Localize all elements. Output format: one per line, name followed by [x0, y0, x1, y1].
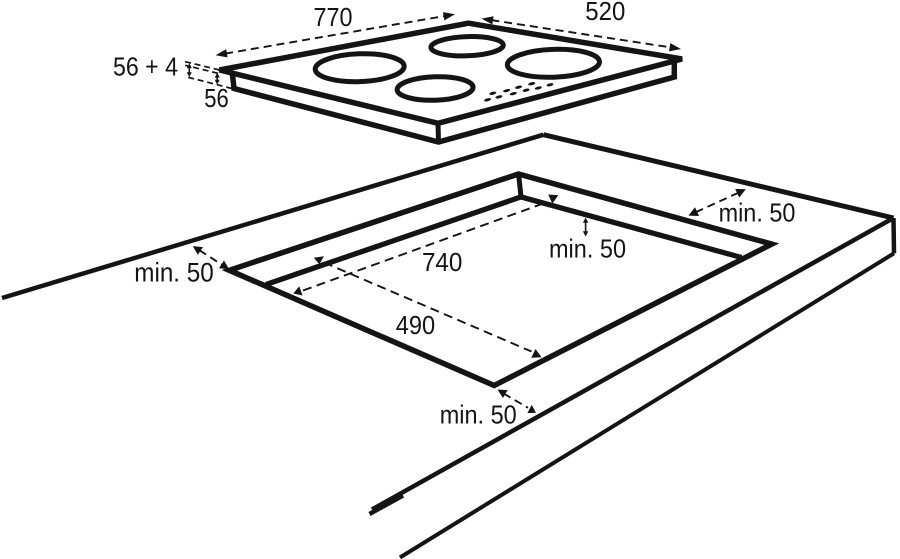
svg-text:490: 490 — [396, 310, 435, 340]
svg-text:min. 50: min. 50 — [719, 197, 796, 227]
svg-text:min. 50: min. 50 — [440, 400, 517, 430]
svg-text:520: 520 — [585, 0, 625, 26]
svg-text:min. 50: min. 50 — [549, 234, 626, 264]
svg-text:min. 50: min. 50 — [134, 258, 214, 288]
svg-text:56 + 4: 56 + 4 — [113, 52, 178, 82]
svg-text:770: 770 — [314, 2, 353, 32]
svg-text:740: 740 — [422, 247, 463, 277]
svg-text:56: 56 — [204, 83, 229, 113]
